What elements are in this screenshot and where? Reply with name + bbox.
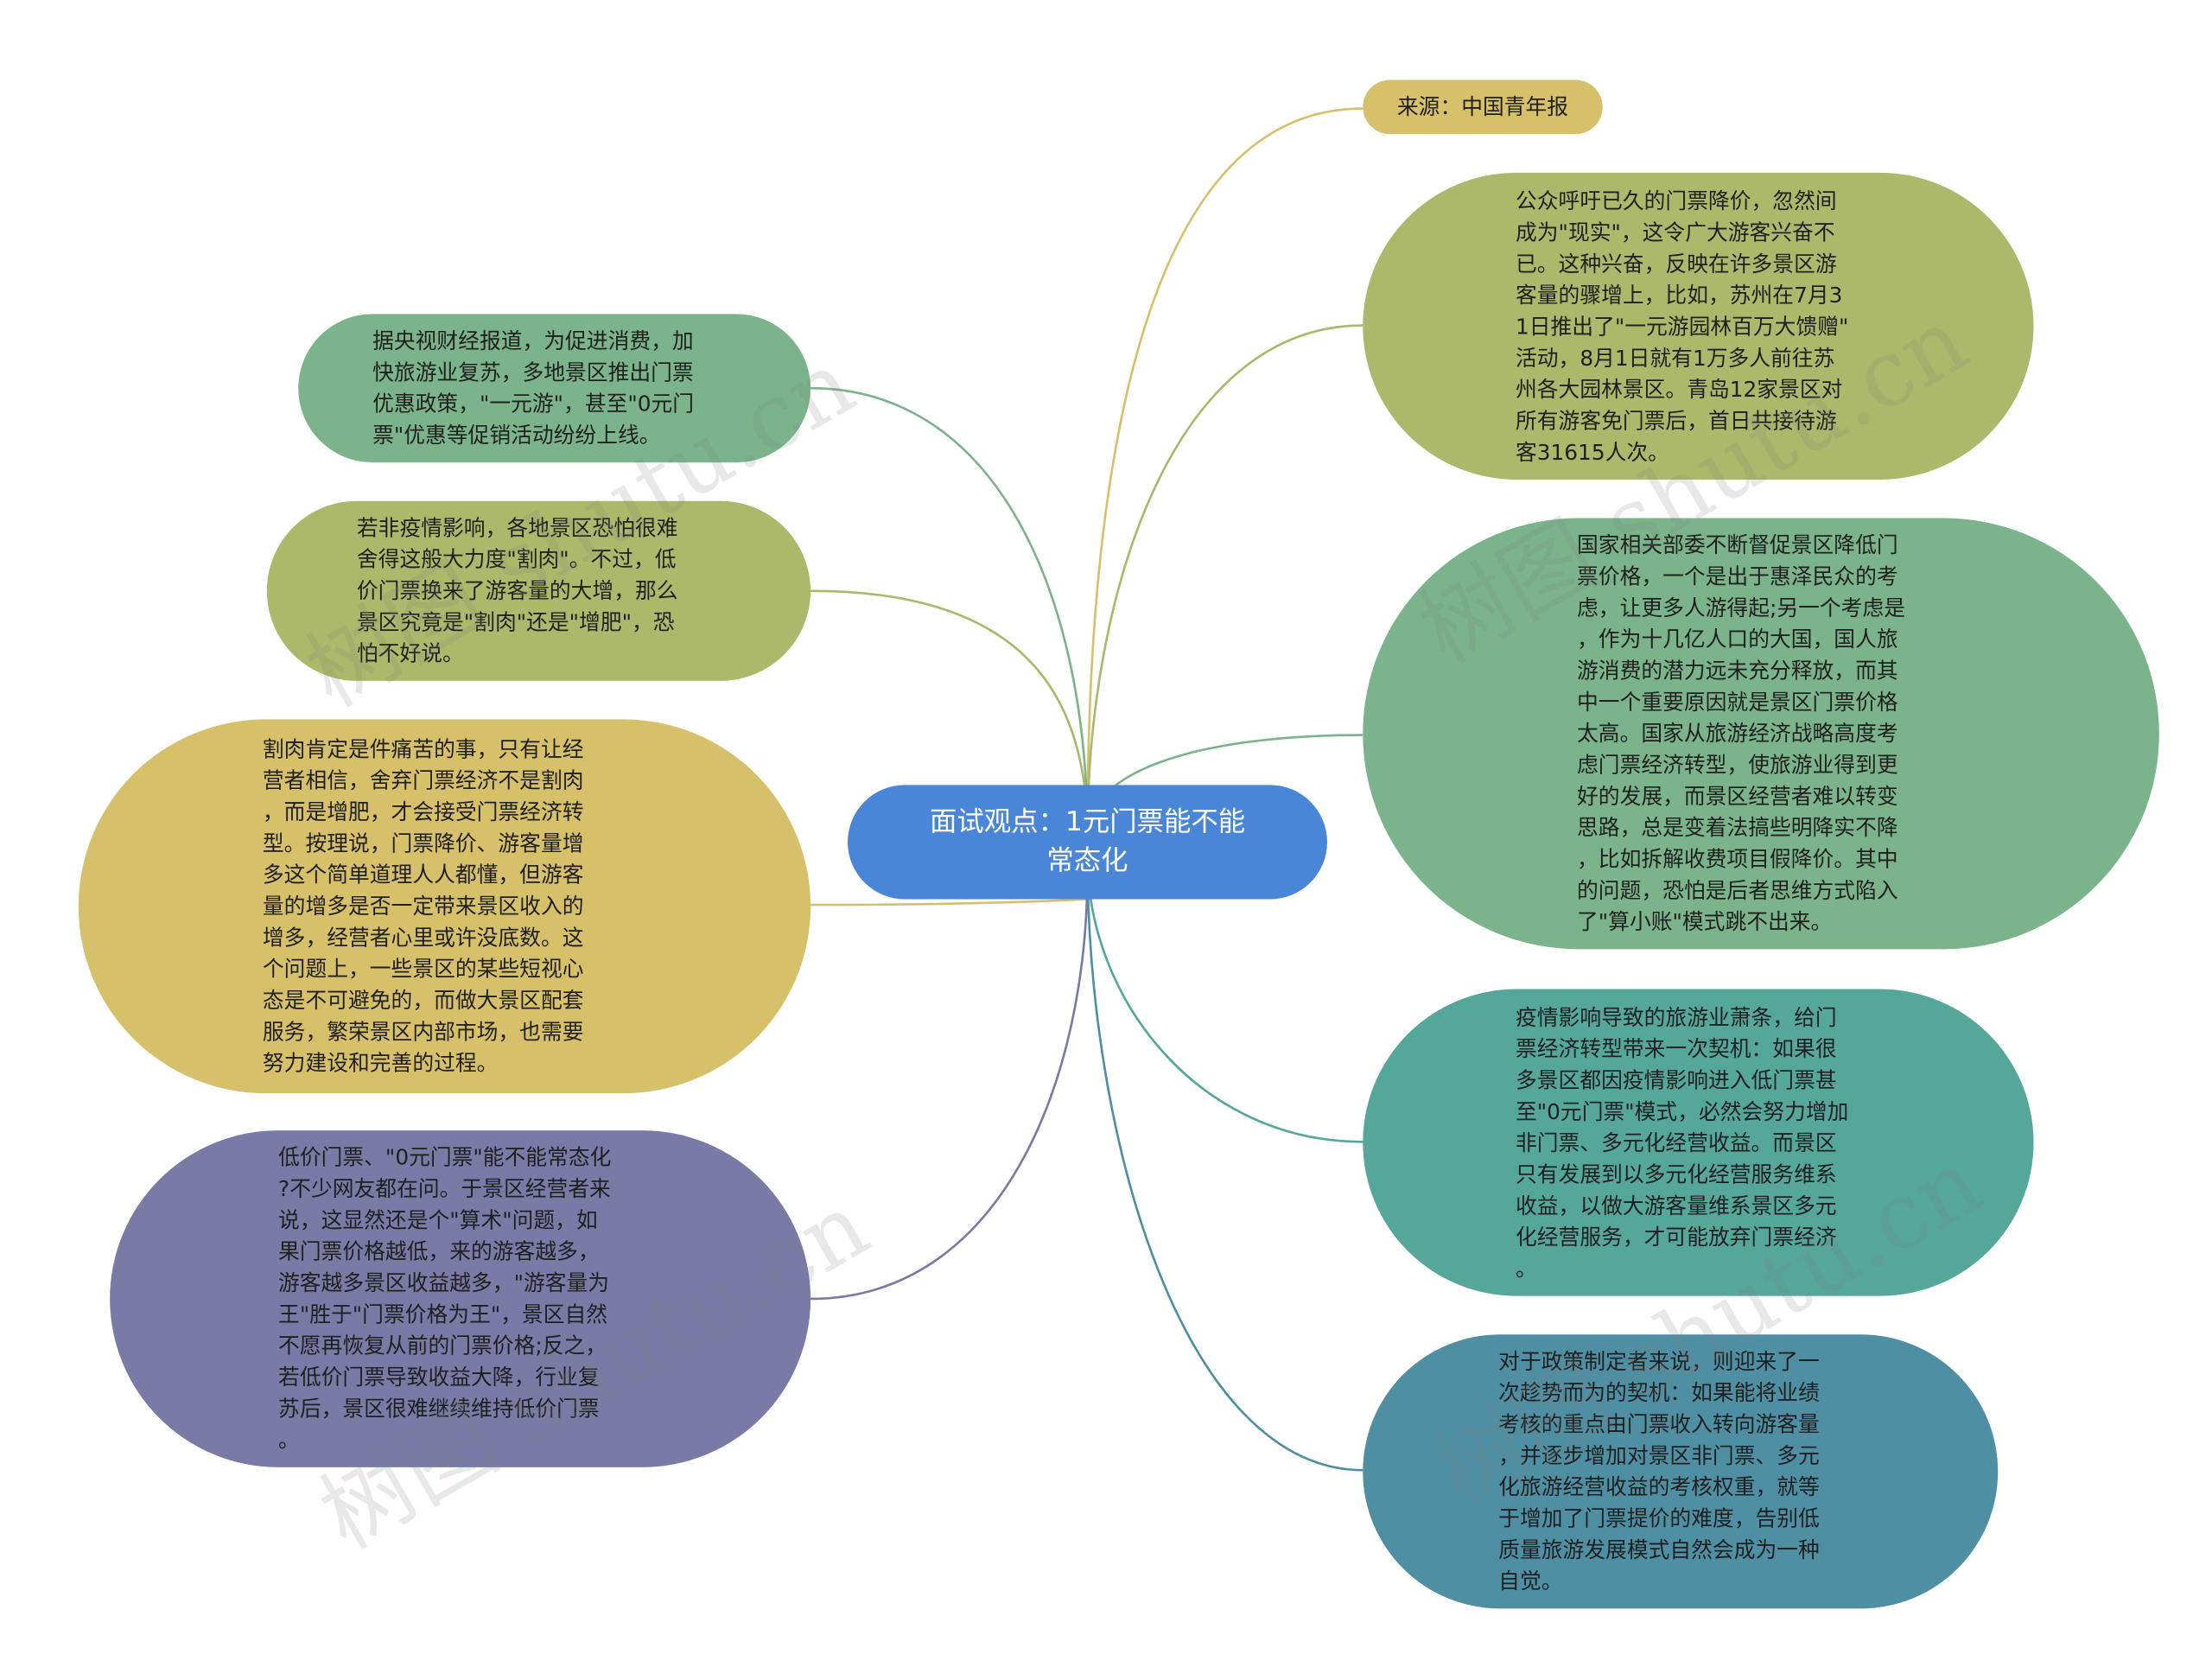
topic-text-l1: 据央视财经报道，为促进消费，加 快旅游业复苏，多地景区推出门票 优惠政策，"一元… bbox=[372, 328, 695, 449]
topic-node-r3[interactable]: 疫情影响导致的旅游业萧条，给门 票经济转型带来一次契机：如果很 多景区都因疫情影… bbox=[1363, 989, 2034, 1296]
link-l2 bbox=[810, 589, 1089, 836]
link-r1 bbox=[1086, 324, 1363, 836]
source-node[interactable]: 来源：中国青年报 bbox=[1363, 80, 1603, 135]
topic-node-r4[interactable]: 对于政策制定者来说，则迎来了一 次趁势而为的契机：如果能将业绩 考核的重点由门票… bbox=[1363, 1334, 1999, 1609]
topic-text-r1: 公众呼吁已久的门票降价，忽然间 成为"现实"，这令广大游客兴奋不 已。这种兴奋，… bbox=[1515, 188, 1849, 465]
topic-node-l1[interactable]: 据央视财经报道，为促进消费，加 快旅游业复苏，多地景区推出门票 优惠政策，"一元… bbox=[298, 314, 811, 463]
link-source bbox=[1086, 107, 1363, 836]
topic-node-l4[interactable]: 低价门票、"0元门票"能不能常态化 ?不少网友都在问。于景区经营者来 说，这显然… bbox=[110, 1130, 811, 1467]
topic-text-r3: 疫情影响导致的旅游业萧条，给门 票经济转型带来一次契机：如果很 多景区都因疫情影… bbox=[1515, 1003, 1849, 1282]
root-topic[interactable]: 面试观点：1元门票能不能 常态化 bbox=[848, 785, 1327, 900]
topic-text-r2: 国家相关部委不断督促景区降低门 票价格，一个是出于惠泽民众的考 虑，让更多人游得… bbox=[1577, 532, 1905, 935]
topic-node-l2[interactable]: 若非疫情影响，各地景区恐怕很难 舍得这般大力度"割肉"。不过，低 价门票换来了游… bbox=[266, 500, 811, 681]
topic-text-l4: 低价门票、"0元门票"能不能常态化 ?不少网友都在问。于景区经营者来 说，这显然… bbox=[278, 1144, 612, 1454]
topic-text-l3: 割肉肯定是件痛苦的事，只有让经 营者相信，舍弃门票经济不是割肉 ，而是增肥，才会… bbox=[262, 736, 584, 1077]
link-l1 bbox=[810, 386, 1089, 836]
topic-node-l3[interactable]: 割肉肯定是件痛苦的事，只有让经 营者相信，舍弃门票经济不是割肉 ，而是增肥，才会… bbox=[78, 719, 811, 1094]
topic-text-l2: 若非疫情影响，各地景区恐怕很难 舍得这般大力度"割肉"。不过，低 价门票换来了游… bbox=[356, 515, 678, 667]
topic-node-r1[interactable]: 公众呼吁已久的门票降价，忽然间 成为"现实"，这令广大游客兴奋不 已。这种兴奋，… bbox=[1363, 172, 2034, 480]
link-l3 bbox=[810, 898, 1088, 907]
topic-text-r4: 对于政策制定者来说，则迎来了一 次趁势而为的契机：如果能将业绩 考核的重点由门票… bbox=[1498, 1348, 1820, 1594]
link-l4 bbox=[810, 870, 1089, 1301]
link-r3 bbox=[1086, 856, 1363, 1143]
link-r4 bbox=[1086, 856, 1363, 1472]
root-topic-label: 面试观点：1元门票能不能 常态化 bbox=[929, 806, 1246, 877]
topic-node-r2[interactable]: 国家相关部委不断督促景区降低门 票价格，一个是出于惠泽民众的考 虑，让更多人游得… bbox=[1363, 518, 2159, 950]
source-label: 来源：中国青年报 bbox=[1396, 94, 1569, 120]
